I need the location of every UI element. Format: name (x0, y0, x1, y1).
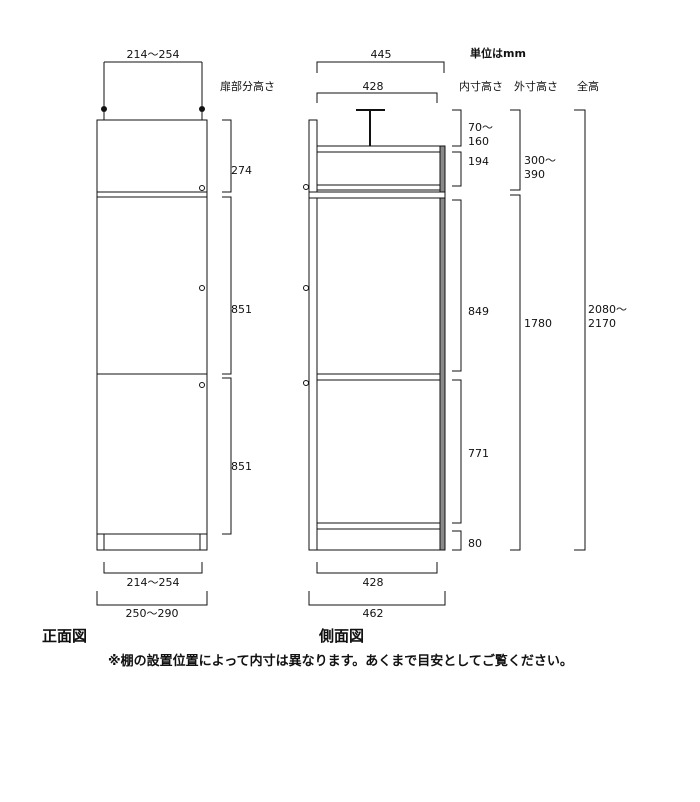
outer-height-heading: 外寸高さ (514, 79, 558, 93)
inner-height-heading: 内寸高さ (459, 79, 503, 93)
door-knob-icon (303, 184, 309, 190)
top-brace-icon (356, 109, 385, 147)
side-front-panel (308, 119, 318, 551)
door-section-bottom-label: 851 (231, 460, 252, 473)
front-middle-door (96, 196, 208, 375)
front-bottom-door (96, 373, 208, 535)
front-outer-width-label: 250～290 (126, 607, 179, 620)
inner-top-label-2: 160 (468, 135, 489, 148)
side-bottom-outer-label: 462 (363, 607, 384, 620)
outer-upper-label-1: 300～ (524, 154, 556, 167)
inner-base-label: 80 (468, 537, 482, 550)
door-knob-icon (199, 185, 205, 191)
total-height-label-2: 2170 (588, 317, 616, 330)
outer-height-brackets (510, 109, 521, 551)
total-height-label-1: 2080～ (588, 303, 627, 316)
inner-upper-label: 194 (468, 155, 489, 168)
inner-middle-label: 849 (468, 305, 489, 318)
door-section-heading: 扉部分高さ (220, 79, 275, 93)
side-divider-board (308, 191, 446, 199)
door-section-brackets (222, 119, 232, 535)
side-upper-shelf (316, 184, 441, 191)
inner-height-brackets (452, 109, 462, 551)
side-back-panel (439, 145, 446, 551)
front-top-door (96, 119, 208, 193)
door-section-mid-label: 851 (231, 303, 252, 316)
front-top-shelf (96, 191, 208, 198)
side-top-outer-dimension: 445 (316, 48, 445, 73)
door-knob-icon (199, 382, 205, 388)
door-section-top-label: 274 (231, 164, 252, 177)
outer-lower-label: 1780 (524, 317, 552, 330)
door-knob-icon (303, 380, 309, 386)
side-bottom-shelf (316, 522, 441, 530)
side-view-title: 側面図 (318, 627, 364, 645)
front-view-title: 正面図 (42, 627, 87, 645)
front-view: 214～254 扉部分高さ 274 851 851 (42, 48, 275, 645)
front-top-width-label: 214～254 (127, 48, 180, 61)
adjuster-icon (101, 106, 205, 120)
outer-upper-label-2: 390 (524, 168, 545, 181)
inner-lower-label: 771 (468, 447, 489, 460)
total-height-bracket (574, 109, 586, 551)
front-inner-width-dimension: 214～254 (103, 562, 203, 589)
side-middle-shelf (316, 373, 441, 381)
front-outer-width-dimension: 250～290 (96, 591, 208, 620)
side-top-inner-dimension: 428 (316, 80, 438, 103)
front-top-width-dimension: 214～254 (103, 48, 203, 106)
side-view: 単位はmm 445 428 内寸高さ (303, 46, 627, 645)
side-top-board (316, 145, 441, 153)
unit-label: 単位はmm (470, 46, 526, 60)
front-inner-width-label: 214～254 (127, 576, 180, 589)
side-bottom-outer-dimension: 462 (308, 591, 446, 620)
side-bottom-inner-label: 428 (363, 576, 384, 589)
door-knob-icon (303, 285, 309, 291)
inner-top-label-1: 70～ (468, 121, 493, 134)
side-bottom-inner-dimension: 428 (316, 562, 438, 589)
side-top-inner-label: 428 (363, 80, 384, 93)
side-top-outer-label: 445 (371, 48, 392, 61)
door-knob-icon (199, 285, 205, 291)
footnote: ※棚の設置位置によって内寸は異なります。あくまで目安としてご覧ください。 (108, 653, 573, 669)
total-height-heading: 全高 (577, 79, 599, 93)
